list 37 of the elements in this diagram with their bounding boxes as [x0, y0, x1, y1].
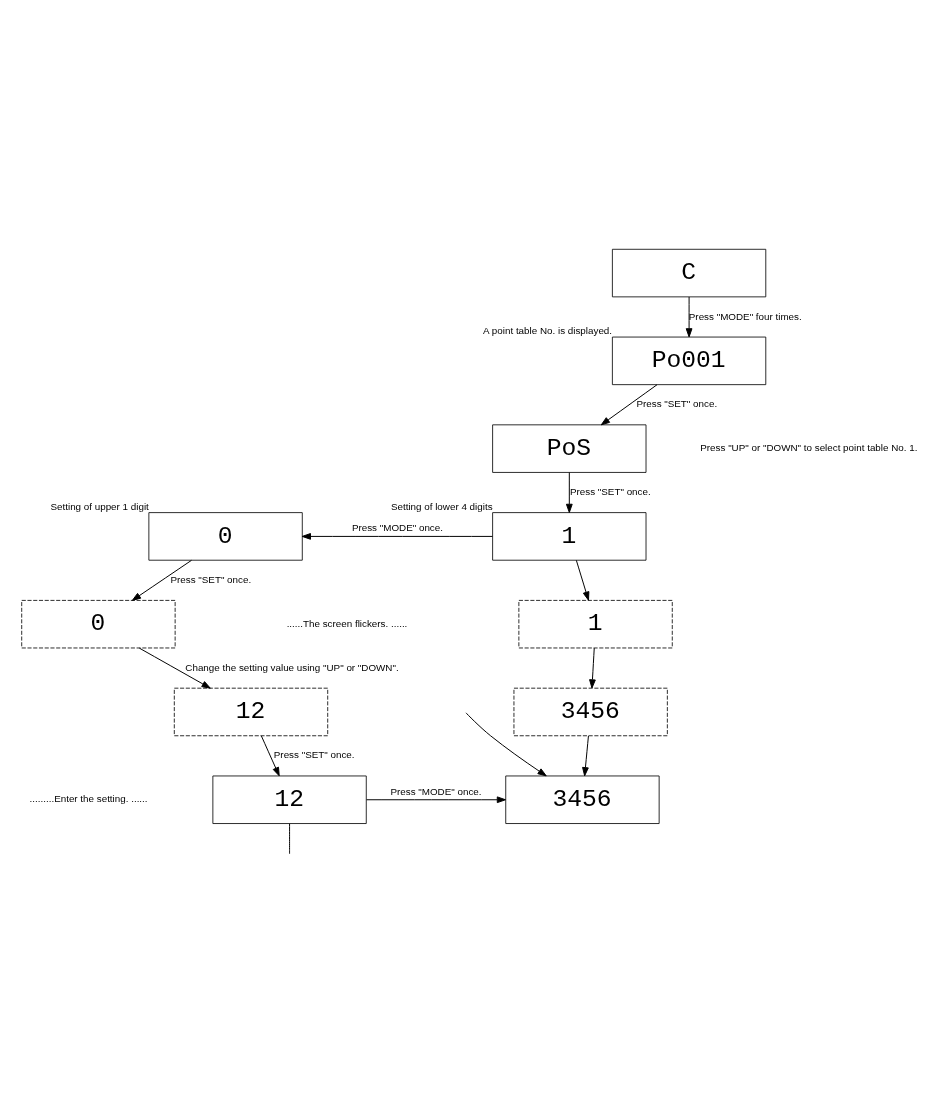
arrow [565, 472, 573, 513]
node-box: 1 [518, 600, 673, 649]
node-box: PoS [492, 424, 647, 473]
node-box: 3456 [505, 775, 660, 824]
node-box: 0 [148, 512, 303, 561]
edge-label: Press "SET" once. [636, 398, 718, 410]
edge-label: Change the setting value using "UP" or "DOWN". [185, 661, 399, 673]
edge-label: Press "SET" once. [170, 573, 252, 585]
arrow [138, 647, 211, 689]
arrow [465, 712, 547, 777]
arrow [575, 559, 590, 601]
edge-label: Press "SET" once. [273, 749, 355, 761]
arrow [589, 647, 596, 689]
node-box: 12 [173, 687, 329, 737]
node-box: 1 [492, 512, 647, 561]
arrow [301, 533, 494, 540]
arrow [366, 796, 506, 804]
connector [289, 823, 291, 855]
node-box: 3456 [513, 687, 668, 737]
arrow [685, 296, 693, 338]
node-label: Setting of lower 4 digits [390, 500, 493, 512]
arrow [582, 735, 589, 777]
edge-label: Press "MODE" once. [351, 522, 443, 534]
edge-label: Press "MODE" once. [390, 785, 482, 797]
node-box: Po001 [612, 336, 767, 386]
arrow [260, 735, 280, 777]
arrow [131, 559, 192, 601]
arrow [600, 384, 658, 426]
edge-label: Press "SET" once. [569, 486, 651, 498]
label: ......The screen flickers. ...... [286, 617, 408, 629]
node-label: A point table No. is displayed. [483, 325, 613, 337]
node-box: 12 [212, 775, 367, 824]
node-box: 0 [21, 600, 176, 649]
label: Press "UP" or "DOWN" to select point table No. 1. [700, 442, 918, 454]
node-box: C [612, 248, 767, 298]
label: .........Enter the setting. ...... [29, 793, 148, 805]
node-label: Setting of upper 1 digit [50, 500, 149, 512]
